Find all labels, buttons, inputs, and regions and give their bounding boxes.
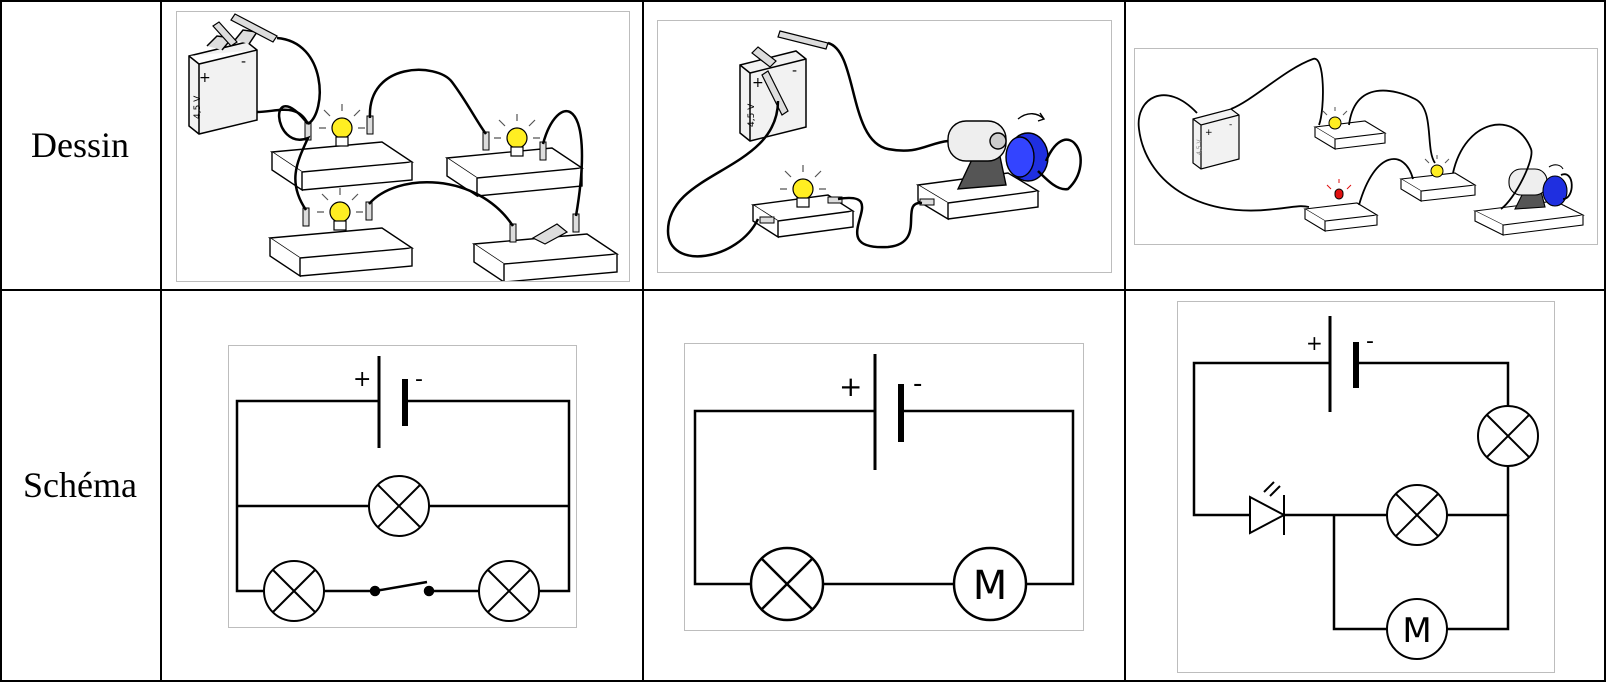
- row-label-schema: Schéma: [23, 465, 137, 505]
- motor-symbol-icon: M: [952, 546, 1028, 622]
- table-row-divider: [0, 289, 1606, 291]
- drawing-2-panel: + - 4,5 V: [657, 20, 1112, 273]
- battery-plus-text: +: [199, 70, 211, 86]
- table-border-left: [0, 0, 2, 682]
- schema-2-svg: + - M: [693, 354, 1075, 622]
- bulb-drawing-icon: [780, 165, 826, 208]
- bulb-drawing-icon: [494, 114, 540, 157]
- crocodile-clips: [751, 30, 829, 116]
- schema-3-panel: + - M: [1177, 301, 1555, 673]
- battery-drawing: + - 4,5 V: [188, 29, 259, 135]
- motor-letter: M: [1402, 611, 1431, 651]
- bulb-drawing-icon: [317, 188, 363, 231]
- battery-voltage-text: 4,5 V: [193, 95, 203, 119]
- wires: [1137, 58, 1573, 212]
- schema-3-wires: [1192, 361, 1510, 631]
- table-col-divider: [1124, 0, 1126, 682]
- motor-symbol-icon: M: [1386, 598, 1448, 660]
- led-symbol-icon: [1249, 481, 1287, 535]
- lamp-symbol-icon: [1386, 484, 1448, 546]
- lamp-symbol-icon: [749, 546, 825, 622]
- schema-1-panel: + -: [228, 345, 577, 628]
- drawing-2-svg: + - 4,5 V: [666, 30, 1082, 258]
- switch-drawing: [531, 223, 569, 245]
- wires: [256, 36, 584, 227]
- table-border-top: [0, 0, 1606, 2]
- table-border-right: [1604, 0, 1606, 682]
- table-col-divider: [160, 0, 162, 682]
- battery-minus-sign: -: [913, 369, 922, 399]
- bulb-drawing-icon: [1424, 155, 1450, 178]
- switch-symbol-icon: [369, 580, 435, 597]
- battery-minus-text: -: [792, 63, 797, 79]
- schema-2-panel: + - M: [684, 343, 1084, 631]
- battery-minus-text: -: [241, 54, 246, 70]
- crocodile-clips: [212, 13, 278, 47]
- battery-plus-sign: +: [839, 370, 862, 403]
- battery-symbol: + -: [353, 356, 423, 448]
- motor-drawing: [947, 112, 1049, 190]
- row-label-dessin: Dessin: [31, 125, 129, 165]
- table-border-bottom: [0, 680, 1606, 682]
- wires: [666, 41, 1082, 258]
- battery-minus-sign: -: [1366, 329, 1374, 354]
- battery-plus-text: +: [1205, 128, 1213, 138]
- motor-letter: M: [973, 563, 1008, 609]
- battery-voltage-text: 4,5 V: [747, 103, 757, 127]
- led-drawing-icon: [1326, 179, 1352, 200]
- lamp-symbol-icon: [368, 475, 430, 537]
- battery-symbol: + -: [1306, 316, 1374, 412]
- bulb-drawings: [317, 104, 540, 231]
- battery-minus-sign: -: [415, 367, 423, 392]
- schema-1-svg: + -: [235, 356, 571, 622]
- schema-2-wires: [693, 409, 1075, 586]
- battery-minus-text: -: [1229, 120, 1232, 130]
- battery-drawing: + - 4,5 V: [1192, 108, 1240, 170]
- drawing-1-panel: + - 4,5 V: [176, 11, 630, 282]
- bulb-drawing-icon: [319, 104, 365, 147]
- drawing-3-svg: + - 4,5 V: [1137, 58, 1585, 236]
- lamp-symbol-icon: [263, 560, 325, 622]
- schema-1-wires: [235, 399, 571, 593]
- drawing-3-panel: + - 4,5 V: [1134, 48, 1598, 245]
- battery-voltage-text: 4,5 V: [1196, 139, 1203, 155]
- battery-plus-text: +: [752, 75, 764, 91]
- lamp-symbol-icon: [478, 560, 540, 622]
- table-col-divider: [642, 0, 644, 682]
- lamp-symbol-icon: [1477, 405, 1539, 467]
- battery-symbol: + -: [839, 354, 922, 470]
- battery-plus-sign: +: [353, 367, 371, 392]
- schema-3-svg: + - M: [1192, 316, 1539, 660]
- drawing-1-svg: + - 4,5 V: [188, 13, 620, 281]
- bulb-drawing-icon: [1322, 107, 1348, 130]
- battery-plus-sign: +: [1306, 331, 1323, 355]
